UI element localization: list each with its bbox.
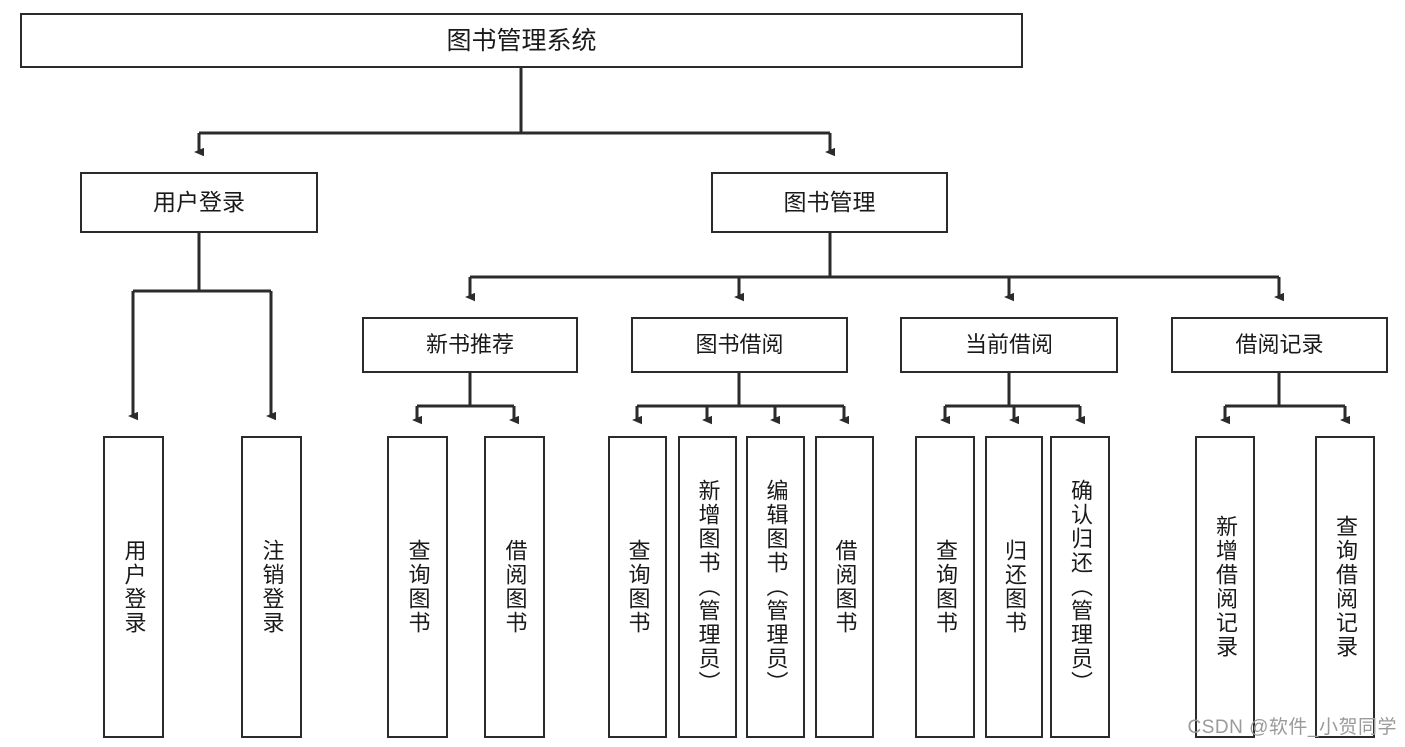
node-leaf-borrow-book-1-label: 借阅图书 [502,539,528,635]
node-leaf-logout-label: 注销登录 [259,539,285,635]
node-leaf-query-book-1[interactable]: 查询图书 [387,436,448,738]
node-leaf-add-book-label: 新增图书（管理员） [695,479,721,695]
node-leaf-query-book-3-label: 查询图书 [933,539,958,635]
root-to-level2-connectors [194,68,835,157]
node-book-manage[interactable]: 图书管理 [711,172,948,233]
node-leaf-add-record[interactable]: 新增借阅记录 [1195,436,1255,738]
node-new-book-recommend-label: 新书推荐 [425,331,514,357]
node-root[interactable]: 图书管理系统 [20,13,1023,68]
node-borrow-record[interactable]: 借阅记录 [1171,317,1388,373]
node-current-borrow[interactable]: 当前借阅 [900,317,1118,373]
node-new-book-recommend[interactable]: 新书推荐 [362,317,578,373]
borrow-record-to-leaves-connectors [1220,373,1350,425]
node-leaf-query-record[interactable]: 查询借阅记录 [1315,436,1375,738]
current-borrow-to-leaves-connectors [940,373,1085,425]
node-root-label: 图书管理系统 [446,26,597,55]
node-borrow-record-label: 借阅记录 [1235,331,1324,357]
node-leaf-user-login-label: 用户登录 [121,539,147,635]
node-user-login[interactable]: 用户登录 [80,172,318,233]
node-leaf-logout[interactable]: 注销登录 [241,436,302,738]
node-book-borrow-label: 图书借阅 [695,331,784,357]
node-book-borrow[interactable]: 图书借阅 [631,317,848,373]
node-leaf-return-book-label: 归还图书 [1002,539,1027,635]
node-leaf-borrow-book-1[interactable]: 借阅图书 [484,436,545,738]
node-leaf-query-book-2-label: 查询图书 [625,539,651,635]
node-leaf-borrow-book-2-label: 借阅图书 [832,539,858,635]
node-leaf-confirm-return[interactable]: 确认归还（管理员） [1050,436,1110,738]
node-leaf-return-book[interactable]: 归还图书 [985,436,1043,738]
node-leaf-query-book-2[interactable]: 查询图书 [608,436,667,738]
node-book-manage-label: 图书管理 [783,188,876,215]
node-leaf-query-book-3[interactable]: 查询图书 [915,436,975,738]
node-current-borrow-label: 当前借阅 [964,331,1053,357]
book-borrow-to-leaves-connectors [632,373,849,425]
node-leaf-add-book[interactable]: 新增图书（管理员） [678,436,737,738]
node-leaf-query-record-label: 查询借阅记录 [1333,515,1358,659]
node-leaf-add-record-label: 新增借阅记录 [1213,515,1238,659]
user-login-to-leaves-connectors [128,233,276,421]
node-leaf-edit-book[interactable]: 编辑图书（管理员） [746,436,805,738]
node-leaf-borrow-book-2[interactable]: 借阅图书 [815,436,874,738]
node-leaf-query-book-1-label: 查询图书 [405,539,431,635]
node-leaf-edit-book-label: 编辑图书（管理员） [763,479,789,695]
node-user-login-label: 用户登录 [153,188,245,215]
node-leaf-confirm-return-label: 确认归还（管理员） [1068,479,1093,695]
new-book-recommend-to-leaves-connectors [412,373,519,425]
book-manage-to-level3-connectors [465,233,1284,302]
node-leaf-user-login[interactable]: 用户登录 [103,436,164,738]
